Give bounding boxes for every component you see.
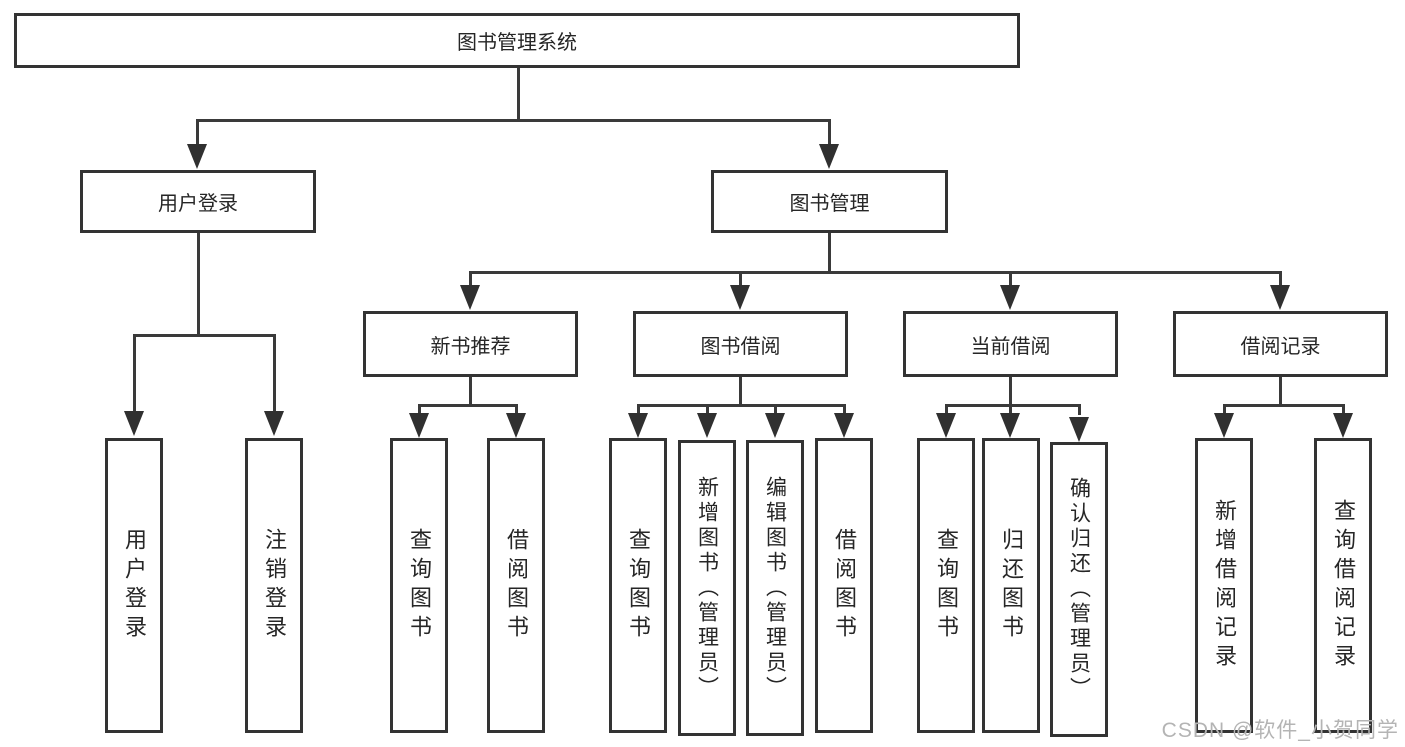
connector-line	[945, 404, 1080, 407]
connector-line	[706, 404, 709, 415]
connector-line	[515, 404, 518, 415]
leaf-borrow-books-recommend: 借阅图书	[487, 438, 545, 733]
connector-line	[1342, 404, 1345, 415]
connector-line	[469, 271, 1282, 274]
node-label: 确认归还（管理员）	[1067, 477, 1091, 702]
leaf-query-books-recommend: 查询图书	[390, 438, 448, 733]
connector-line	[1279, 271, 1282, 287]
node-label: 图书借阅	[700, 335, 781, 358]
csdn-watermark: CSDN @软件_小贺同学	[1161, 719, 1399, 742]
arrow-down-icon	[730, 285, 750, 310]
connector-line	[739, 377, 742, 406]
connector-line	[637, 404, 640, 415]
node-book-management: 图书管理	[711, 170, 948, 233]
connector-line	[774, 404, 777, 415]
arrow-down-icon	[1333, 413, 1353, 438]
arrow-down-icon	[834, 413, 854, 438]
connector-line	[196, 119, 199, 147]
node-book-borrowing: 图书借阅	[633, 311, 848, 377]
arrow-down-icon	[187, 144, 207, 169]
node-label: 图书管理系统	[457, 32, 577, 54]
node-label: 借阅记录	[1240, 335, 1321, 358]
connector-line	[1009, 404, 1012, 415]
arrow-down-icon	[936, 413, 956, 438]
connector-line	[469, 271, 472, 287]
node-label: 编辑图书（管理员）	[763, 475, 787, 701]
connector-line	[945, 404, 948, 415]
connector-line	[637, 404, 845, 407]
connector-line	[1009, 271, 1012, 287]
node-label: 新增借阅记录	[1212, 498, 1237, 673]
leaf-query-books-borrowing: 查询图书	[609, 438, 667, 733]
node-current-borrowing: 当前借阅	[903, 311, 1118, 377]
arrow-down-icon	[1069, 417, 1089, 442]
node-label: 用户登录	[122, 527, 147, 644]
connector-line	[418, 404, 421, 415]
node-label: 当前借阅	[970, 335, 1051, 358]
node-label: 查询借阅记录	[1331, 498, 1356, 673]
node-label: 查询图书	[934, 527, 959, 644]
node-label: 查询图书	[626, 527, 651, 644]
connector-line	[197, 233, 200, 336]
node-label: 新书推荐	[430, 335, 511, 358]
node-label: 查询图书	[407, 527, 432, 644]
connector-line	[273, 334, 276, 412]
connector-line	[1223, 404, 1226, 415]
connector-line	[1279, 377, 1282, 406]
connector-line	[133, 334, 136, 412]
node-label: 借阅图书	[504, 527, 529, 644]
arrow-down-icon	[1270, 285, 1290, 310]
leaf-return-books: 归还图书	[982, 438, 1040, 733]
arrow-down-icon	[1214, 413, 1234, 438]
node-borrowing-records: 借阅记录	[1173, 311, 1388, 377]
leaf-edit-books-admin: 编辑图书（管理员）	[746, 440, 804, 736]
node-label: 归还图书	[999, 527, 1024, 644]
leaf-query-books-current: 查询图书	[917, 438, 975, 733]
arrow-down-icon	[819, 144, 839, 169]
node-label: 新增图书（管理员）	[695, 475, 719, 701]
arrow-down-icon	[1000, 285, 1020, 310]
leaf-query-borrow-record: 查询借阅记录	[1314, 438, 1372, 733]
node-user-login: 用户登录	[80, 170, 316, 233]
arrow-down-icon	[264, 411, 284, 436]
arrow-down-icon	[765, 413, 785, 438]
node-label: 图书管理	[789, 193, 870, 215]
arrow-down-icon	[697, 413, 717, 438]
arrow-down-icon	[628, 413, 648, 438]
arrow-down-icon	[460, 285, 480, 310]
connector-line	[828, 119, 831, 147]
connector-line	[196, 119, 831, 122]
node-label: 借阅图书	[832, 527, 857, 644]
arrow-down-icon	[506, 413, 526, 438]
arrow-down-icon	[1000, 413, 1020, 438]
leaf-borrow-books: 借阅图书	[815, 438, 873, 733]
connector-line	[469, 377, 472, 406]
connector-line	[843, 404, 846, 415]
leaf-add-borrow-record: 新增借阅记录	[1195, 438, 1253, 733]
connector-line	[517, 68, 520, 121]
connector-line	[1009, 377, 1012, 406]
leaf-confirm-return-admin: 确认归还（管理员）	[1050, 442, 1108, 737]
connector-line	[1223, 404, 1345, 407]
node-library-management-system: 图书管理系统	[14, 13, 1020, 68]
node-label: 注销登录	[262, 527, 287, 644]
node-label: 用户登录	[158, 193, 238, 215]
connector-line	[1078, 404, 1081, 415]
leaf-logout: 注销登录	[245, 438, 303, 733]
arrow-down-icon	[124, 411, 144, 436]
leaf-user-login: 用户登录	[105, 438, 163, 733]
connector-line	[828, 233, 831, 273]
connector-line	[418, 404, 518, 407]
connector-line	[739, 271, 742, 287]
leaf-add-books-admin: 新增图书（管理员）	[678, 440, 736, 736]
connector-line	[133, 334, 275, 337]
arrow-down-icon	[409, 413, 429, 438]
node-new-book-recommendation: 新书推荐	[363, 311, 578, 377]
